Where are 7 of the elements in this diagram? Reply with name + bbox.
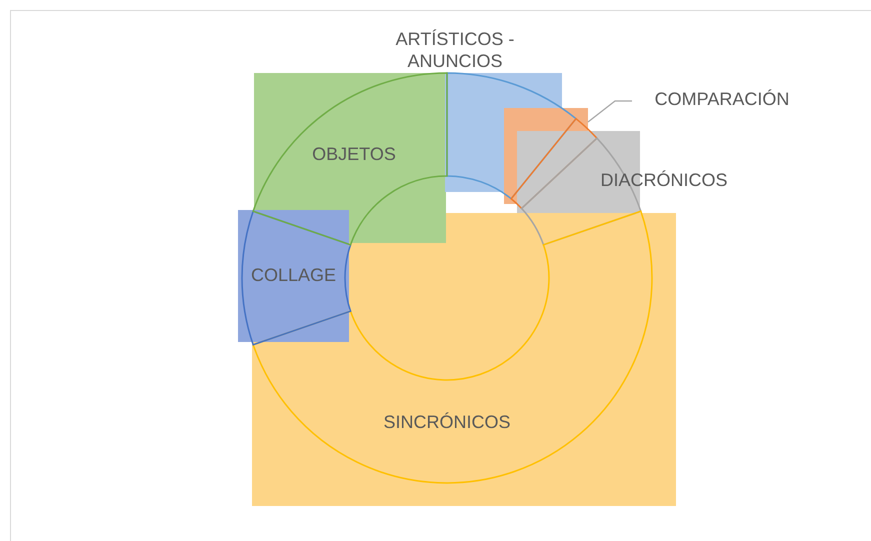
leader-line — [588, 100, 632, 122]
segment-label: COLLAGE — [250, 264, 338, 286]
segment-label: SINCRÓNICOS — [382, 411, 512, 433]
segment-label: OBJETOS — [311, 143, 397, 165]
segment-label: DIACRÓNICOS — [599, 169, 728, 191]
segment-label: ARTÍSTICOS - ANUNCIOS — [394, 28, 516, 72]
segment-label: COMPARACIÓN — [654, 88, 790, 110]
